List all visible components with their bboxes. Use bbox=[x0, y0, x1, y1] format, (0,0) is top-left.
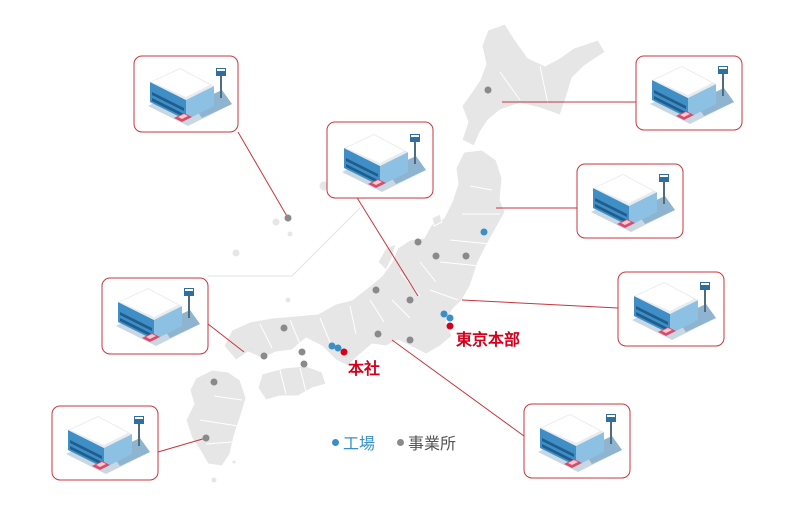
legend-office-label: 事業所 bbox=[408, 434, 457, 453]
prefecture-borders bbox=[199, 65, 549, 445]
factory-dot bbox=[328, 342, 336, 350]
office-dot bbox=[484, 86, 492, 94]
office-dot bbox=[432, 252, 440, 260]
hq-label: 本社 bbox=[348, 359, 381, 378]
island-sado bbox=[431, 213, 443, 227]
island-hokkaido bbox=[461, 23, 606, 147]
factory-dot bbox=[334, 344, 342, 352]
inset-divider bbox=[208, 207, 361, 277]
office-dot bbox=[280, 324, 288, 332]
office-dot bbox=[462, 252, 470, 260]
island-shikoku bbox=[257, 365, 327, 401]
tokyo-hq-dot bbox=[446, 322, 454, 330]
office-dot bbox=[372, 286, 380, 294]
factory-markers bbox=[328, 228, 488, 352]
hq-dot bbox=[340, 348, 348, 356]
legend-item-factory: 工場 bbox=[332, 430, 375, 454]
callout-connectors bbox=[157, 101, 636, 453]
factory-dot bbox=[440, 310, 448, 318]
office-dot bbox=[260, 352, 268, 360]
office-dot-icon bbox=[397, 438, 405, 446]
headquarters-markers bbox=[340, 322, 454, 356]
legend-item-office: 事業所 bbox=[397, 430, 456, 454]
office-dot bbox=[374, 330, 382, 338]
factory-dot-icon bbox=[332, 438, 339, 446]
office-markers bbox=[202, 86, 492, 442]
island-honshu bbox=[223, 149, 506, 367]
factory-dot bbox=[446, 314, 454, 322]
office-dot bbox=[406, 336, 414, 344]
office-dot bbox=[210, 378, 218, 386]
peninsula-noto bbox=[377, 243, 397, 271]
factory-dot bbox=[480, 228, 488, 236]
legend-factory-label: 工場 bbox=[343, 434, 376, 453]
tokyo-hq-label: 東京本部 bbox=[456, 330, 521, 349]
map-legend: 工場 事業所 bbox=[332, 430, 478, 454]
office-dot bbox=[298, 348, 306, 356]
office-dot bbox=[300, 360, 308, 368]
office-dot bbox=[284, 214, 292, 222]
office-dot bbox=[414, 238, 422, 246]
japan-landmass bbox=[185, 23, 606, 484]
office-dot bbox=[202, 434, 210, 442]
office-dot bbox=[406, 296, 414, 304]
